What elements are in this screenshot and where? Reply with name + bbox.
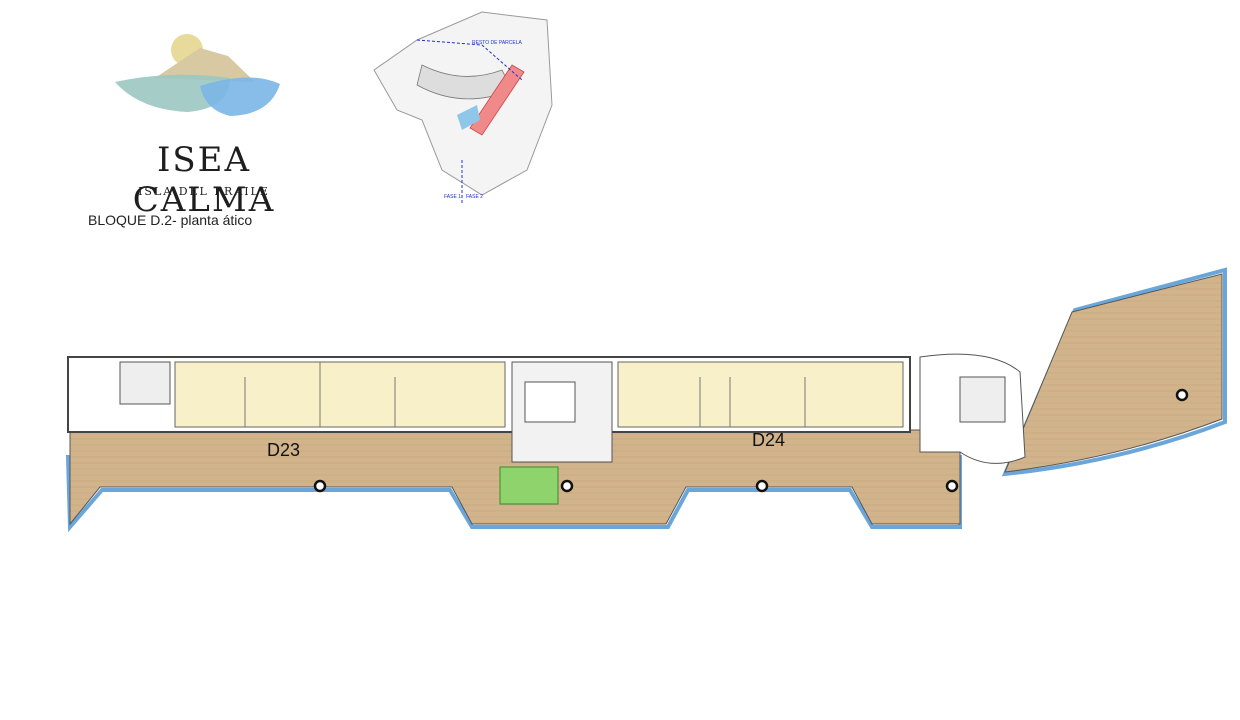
unit-d24-interior (617, 361, 904, 428)
garden-area (499, 466, 559, 505)
site-plan-label-phase2: FASE 2 (466, 194, 483, 200)
brand-title: ISEA CALMA (132, 140, 276, 220)
site-plan-pool (457, 105, 480, 130)
right-tower-deck (1004, 273, 1223, 473)
unit-label-d23: D23 (267, 440, 301, 460)
site-plan: RESTO DE PARCELA FASE 1 FASE 2 (373, 11, 553, 205)
logo-sea-icon (115, 74, 230, 112)
column (313, 479, 327, 493)
column (945, 479, 959, 493)
room-partitions (244, 362, 806, 427)
right-tower-stair (959, 376, 1006, 423)
brand-subtitle: ISLA DEL FRAILE (138, 185, 270, 198)
site-plan-highlight-block (469, 64, 525, 136)
unit-label-d24: D24 (752, 430, 786, 450)
isea-calma-logo (115, 34, 280, 116)
floor-plan (65, 267, 1227, 533)
column (755, 479, 769, 493)
site-plan-phase-line (416, 39, 523, 205)
column (1175, 388, 1189, 402)
site-plan-label-top: RESTO DE PARCELA (472, 40, 522, 46)
right-tower-water-edge (1001, 267, 1227, 477)
central-stair (524, 381, 576, 423)
unit-d23-interior (174, 361, 506, 428)
logo-wave-icon (200, 77, 280, 116)
stair-core-left (119, 361, 171, 405)
column (560, 479, 574, 493)
logo-mountain-icon (155, 48, 255, 82)
columns (313, 388, 1189, 493)
site-plan-parcel-outline (373, 11, 553, 196)
block-label: BLOQUE D.2- planta ático (88, 212, 253, 228)
site-plan-label-phase1: FASE 1 (444, 194, 461, 200)
